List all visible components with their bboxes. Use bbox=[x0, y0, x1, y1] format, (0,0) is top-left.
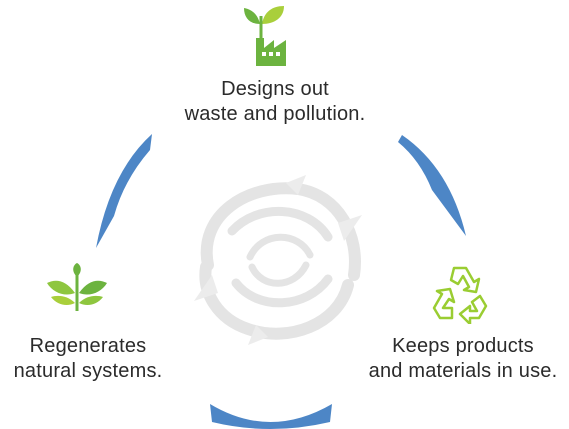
plant-sprout-icon bbox=[47, 263, 107, 311]
stage-label-regenerate: Regenerates natural systems. bbox=[0, 334, 178, 384]
arrow-top-right bbox=[398, 135, 466, 236]
factory-with-sprout-icon bbox=[244, 6, 286, 66]
arrow-left bbox=[96, 134, 152, 248]
stage-label-line: natural systems. bbox=[13, 360, 163, 382]
arrow-bottom bbox=[210, 404, 332, 429]
stage-label-line: Regenerates bbox=[29, 335, 147, 357]
swirl-icon bbox=[194, 175, 362, 345]
stage-label-line: waste and pollution. bbox=[184, 103, 366, 125]
recycle-icon bbox=[432, 266, 488, 324]
stage-label-keep: Keeps products and materials in use. bbox=[352, 334, 569, 384]
stage-label-design: Designs out waste and pollution. bbox=[150, 77, 400, 127]
stage-label-line: and materials in use. bbox=[368, 360, 558, 382]
stage-label-line: Keeps products bbox=[392, 335, 534, 357]
stage-label-line: Designs out bbox=[221, 78, 329, 100]
